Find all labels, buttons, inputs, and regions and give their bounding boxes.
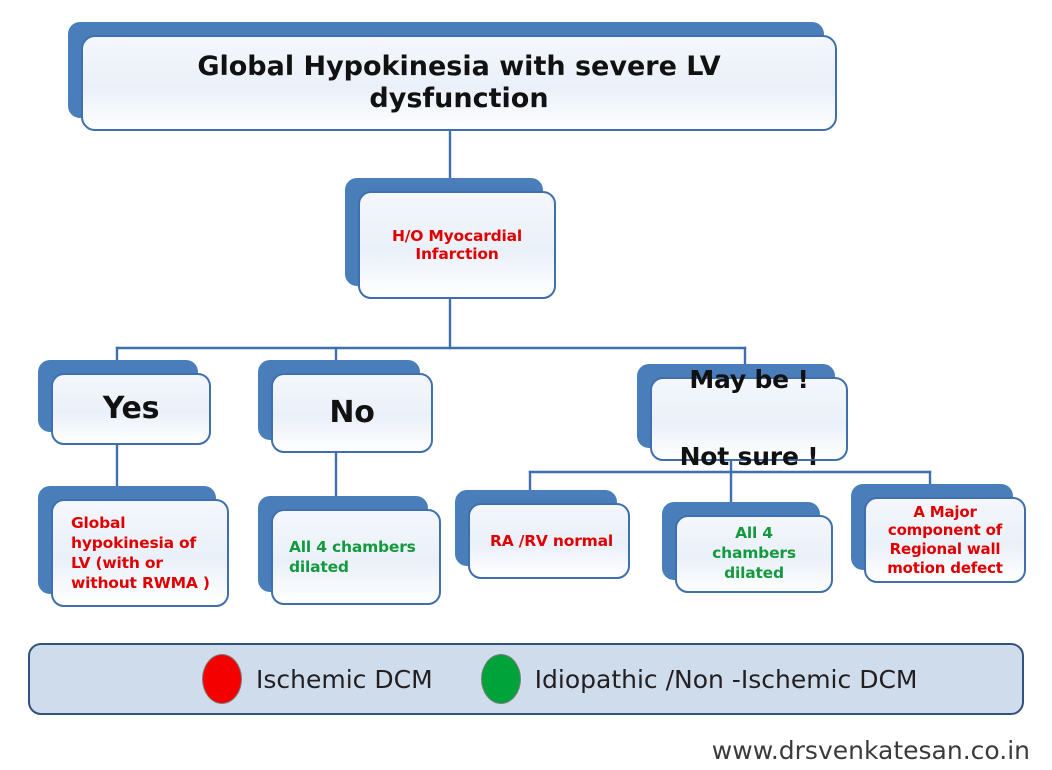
node-face: H/O Myocardial Infarction [358, 191, 556, 299]
node-outcome-all-4-chambers-dilated-no[interactable]: All 4 chambers dilated [258, 496, 441, 605]
node-face: No [271, 373, 433, 453]
node-label: No [329, 395, 375, 431]
node-outcome-ra-rv-normal[interactable]: RA /RV normal [455, 490, 630, 579]
node-global-hypokinesia-title[interactable]: Global Hypokinesia with severe LV dysfun… [68, 22, 837, 131]
node-branch-maybe-not-sure[interactable]: May be ! Not sure ! [637, 364, 848, 471]
node-outcome-all-4-chambers-dilated-maybe[interactable]: All 4 chambers dilated [662, 502, 833, 593]
red-circle-marker-icon [202, 654, 242, 704]
node-face: Global Hypokinesia with severe LV dysfun… [81, 35, 837, 131]
legend-label: Idiopathic /Non -Ischemic DCM [534, 664, 918, 694]
footer-website: www.drsvenkatesan.co.in [711, 736, 1030, 765]
legend-item-idiopathic-non-ischemic-dcm: Idiopathic /Non -Ischemic DCM [480, 654, 918, 704]
legend-label: Ischemic DCM [256, 664, 433, 694]
node-label: RA /RV normal [490, 531, 613, 550]
node-face: A Major component of Regional wall motio… [864, 497, 1026, 583]
node-label: Global hypokinesia of LV (with or withou… [71, 513, 210, 593]
node-label: All 4 chambers dilated [289, 537, 416, 576]
node-face: Yes [51, 373, 211, 445]
node-outcome-major-component-regional-wall-motion-defect[interactable]: A Major component of Regional wall motio… [851, 484, 1026, 583]
node-outcome-global-hypokinesia-lv[interactable]: Global hypokinesia of LV (with or withou… [38, 486, 229, 607]
node-face: May be ! Not sure ! [650, 365, 848, 471]
green-circle-marker-icon [480, 654, 521, 704]
node-label: May be ! Not sure ! [679, 364, 819, 472]
node-history-myocardial-infarction[interactable]: H/O Myocardial Infarction [345, 178, 556, 299]
node-face: RA /RV normal [468, 503, 630, 579]
node-face: All 4 chambers dilated [271, 509, 441, 605]
node-label: All 4 chambers dilated [712, 524, 796, 582]
node-face: Global hypokinesia of LV (with or withou… [51, 499, 229, 607]
node-face: All 4 chambers dilated [675, 515, 833, 593]
node-branch-yes[interactable]: Yes [38, 360, 211, 445]
node-label: Global Hypokinesia with severe LV dysfun… [197, 51, 721, 114]
node-branch-no[interactable]: No [258, 360, 433, 453]
legend-bar: Ischemic DCM Idiopathic /Non -Ischemic D… [28, 643, 1024, 715]
node-label: H/O Myocardial Infarction [391, 226, 523, 263]
node-label: A Major component of Regional wall motio… [887, 502, 1003, 577]
legend-item-ischemic-dcm: Ischemic DCM [202, 654, 433, 704]
node-label: Yes [102, 391, 160, 427]
